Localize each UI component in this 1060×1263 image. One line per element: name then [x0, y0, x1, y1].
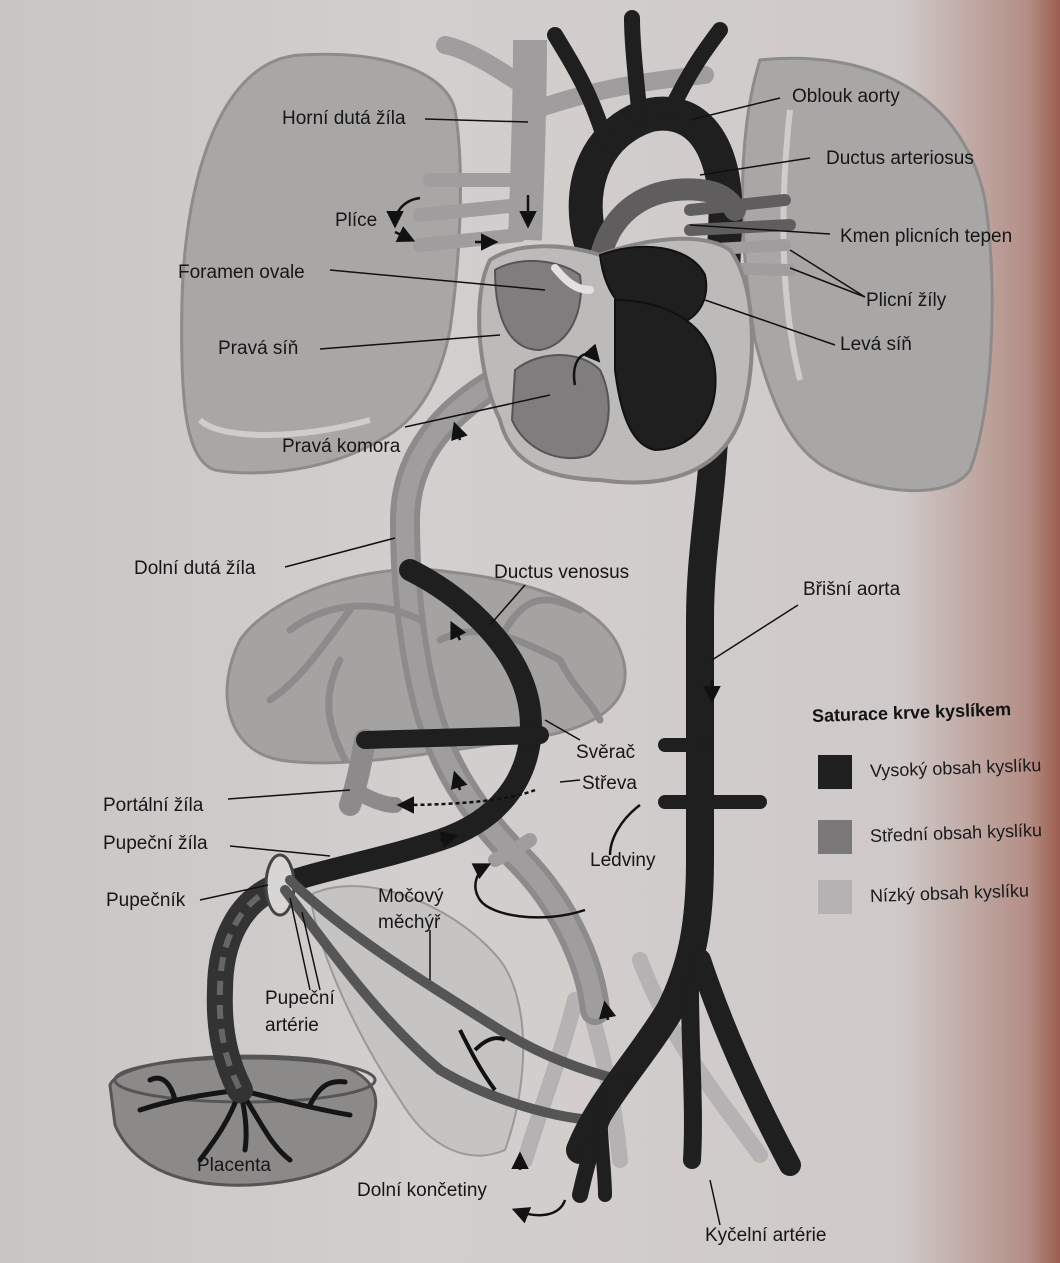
label-arterie: artérie: [265, 1015, 319, 1037]
label-streva: Střeva: [582, 773, 637, 795]
label-leva-sin: Levá síň: [840, 334, 912, 356]
portal-vein-branch: [355, 790, 395, 805]
label-ledviny: Ledviny: [590, 850, 656, 872]
label-portalni-zila: Portální žíla: [103, 795, 203, 817]
label-brisni-aorta: Břišní aorta: [803, 579, 900, 601]
liver-cross-vessel: [365, 735, 540, 740]
legend-swatch-medium: [818, 820, 852, 854]
label-pupecnik: Pupečník: [106, 890, 185, 912]
label-oblouk-aorty: Oblouk aorty: [792, 86, 900, 108]
label-kmen-plicnich-tepen: Kmen plicních tepen: [840, 226, 1012, 248]
label-horni-duta-zila: Horní dutá žíla: [282, 108, 406, 130]
label-foramen-ovale: Foramen ovale: [178, 262, 305, 284]
legend-item-medium: Střední obsah kyslíku: [818, 820, 1060, 856]
label-ductus-venosus: Ductus venosus: [494, 562, 629, 584]
label-sverac: Svěrač: [576, 742, 635, 764]
legend-label-high: Vysoký obsah kyslíku: [870, 755, 1042, 782]
label-ductus-arteriosus: Ductus arteriosus: [826, 148, 974, 170]
label-prava-komora: Pravá komora: [282, 436, 400, 458]
label-kycelni-arterie: Kyčelní artérie: [705, 1225, 826, 1247]
legend-item-low: Nízký obsah kyslíku: [818, 880, 1060, 916]
legend-label-medium: Střední obsah kyslíku: [870, 820, 1043, 847]
label-plice: Plíce: [335, 210, 377, 232]
label-mocovy: Močový: [378, 886, 443, 908]
legend-swatch-high: [818, 755, 852, 789]
label-dolni-koncetiny: Dolní končetiny: [357, 1180, 487, 1202]
iliac-artery-mid: [690, 990, 693, 1160]
label-pupecni-zila: Pupeční žíla: [103, 833, 208, 855]
label-mechyr: měchýř: [378, 912, 440, 934]
label-pupecni: Pupeční: [265, 988, 335, 1010]
label-prava-sin: Pravá síň: [218, 338, 298, 360]
label-dolni-duta-zila: Dolní dutá žíla: [134, 558, 255, 580]
label-plicni-zily: Plicní žíly: [866, 290, 946, 312]
label-placenta: Placenta: [197, 1155, 271, 1177]
legend-item-high: Vysoký obsah kyslíku: [818, 755, 1060, 791]
legend-swatch-low: [818, 880, 852, 914]
legend-label-low: Nízký obsah kyslíku: [870, 880, 1030, 907]
